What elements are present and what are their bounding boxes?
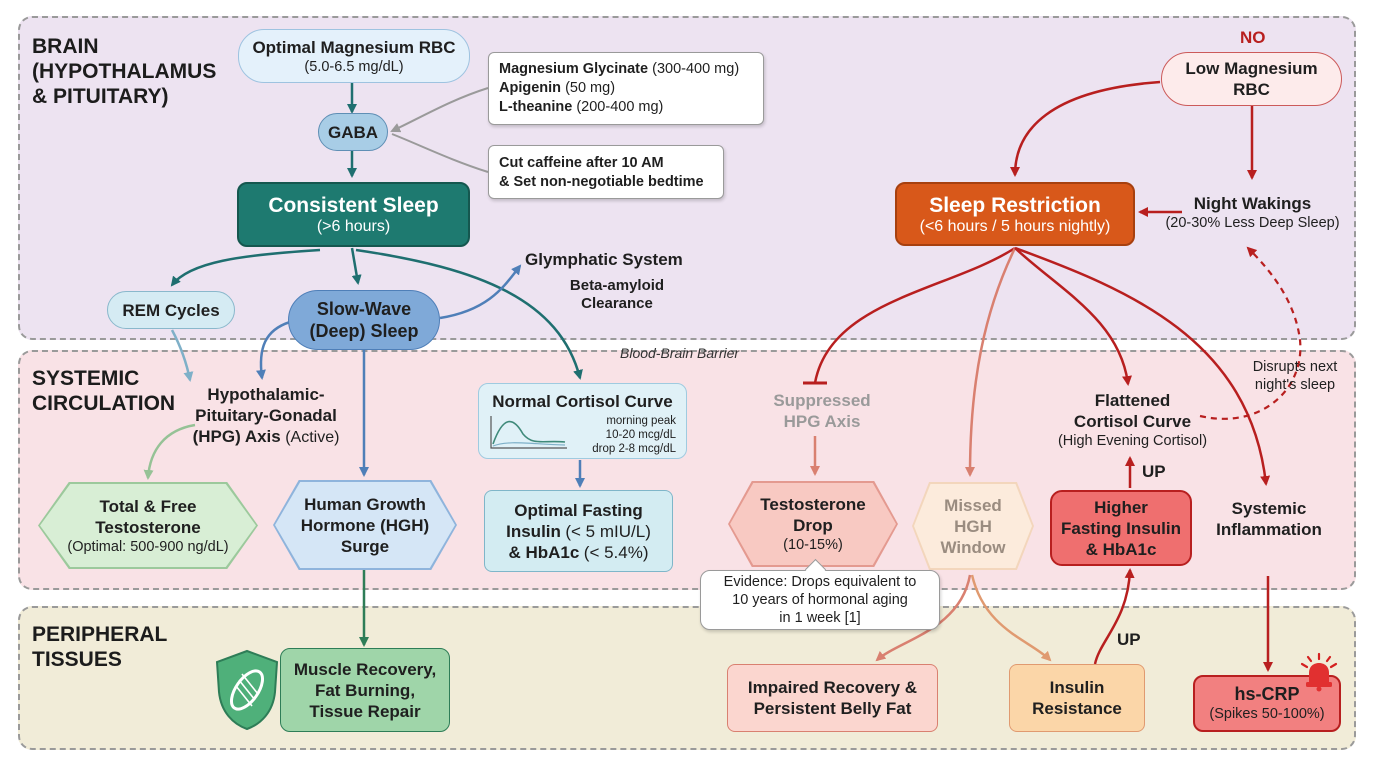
muscle-shield-icon bbox=[215, 649, 279, 731]
impaired-recovery-label: Impaired Recovery & Persistent Belly Fat bbox=[747, 678, 918, 718]
consistent-sleep-sub: (>6 hours) bbox=[316, 218, 391, 235]
systemic-inflammation-label: Systemic Inflammation bbox=[1216, 499, 1322, 539]
flattened-cortisol-title: Flattened Cortisol Curve bbox=[1073, 391, 1192, 431]
gaba-node: GABA bbox=[318, 113, 388, 151]
rem-cycles-node: REM Cycles bbox=[107, 291, 235, 329]
low-magnesium-label: Low Magnesium RBC bbox=[1185, 59, 1318, 99]
insulin-resistance-node: Insulin Resistance bbox=[1009, 664, 1145, 732]
missed-hgh-label: Missed HGH Window bbox=[940, 495, 1006, 557]
supplements-note: Magnesium Glycinate (300-400 mg) Apigeni… bbox=[488, 52, 764, 125]
hpg-axis-active: (Active) bbox=[285, 429, 340, 446]
rem-cycles-label: REM Cycles bbox=[122, 300, 220, 320]
sleep-restriction-sub: (<6 hours / 5 hours nightly) bbox=[919, 217, 1111, 235]
cortisol-notes: morning peak 10-20 mcg/dL drop 2-8 mcg/d… bbox=[592, 414, 676, 456]
zone-label-brain: BRAIN (HYPOTHALAMUS & PITUITARY) bbox=[32, 35, 217, 108]
hpg-axis-active-node: Hypothalamic- Pituitary-Gonadal (HPG) Ax… bbox=[176, 384, 356, 447]
testosterone-drop-sub: (10-15%) bbox=[783, 537, 843, 553]
testosterone-title: Total & Free Testosterone bbox=[95, 496, 201, 537]
cortisol-note: 10-20 mcg/dL bbox=[605, 429, 676, 441]
slow-wave-sleep-node: Slow-Wave (Deep) Sleep bbox=[288, 290, 440, 350]
hs-crp-title: hs-CRP bbox=[1234, 684, 1300, 704]
consistent-sleep-node: Consistent Sleep (>6 hours) bbox=[237, 182, 470, 247]
optimal-magnesium-range: (5.0-6.5 mg/dL) bbox=[304, 58, 404, 75]
cortisol-note: morning peak bbox=[606, 415, 676, 427]
missed-hgh-node: Missed HGH Window bbox=[912, 482, 1034, 570]
sleep-restriction-node: Sleep Restriction (<6 hours / 5 hours ni… bbox=[895, 182, 1135, 246]
glymphatic-title: Glymphatic System bbox=[525, 250, 683, 269]
hgh-surge-node: Human Growth Hormone (HGH) Surge bbox=[273, 480, 457, 570]
normal-cortisol-title: Normal Cortisol Curve bbox=[492, 392, 673, 411]
testosterone-range: (Optimal: 500-900 ng/dL) bbox=[67, 538, 229, 555]
beta-amyloid-label: Beta-amyloid Clearance bbox=[569, 277, 665, 312]
slow-wave-sleep-label: Slow-Wave (Deep) Sleep bbox=[309, 299, 419, 341]
optimal-hba1c-range: (< 5.4%) bbox=[583, 542, 649, 562]
up-label: UP bbox=[1142, 462, 1166, 481]
normal-cortisol-node: Normal Cortisol Curve morning peak 10-20… bbox=[478, 383, 687, 459]
lifestyle-line: Cut caffeine after 10 AM bbox=[499, 155, 664, 171]
higher-fasting-insulin-node: Higher Fasting Insulin & HbA1c bbox=[1050, 490, 1192, 566]
night-wakings-node: Night Wakings (20-30% Less Deep Sleep) bbox=[1160, 193, 1345, 232]
evidence-callout: Evidence: Drops equivalent to 10 years o… bbox=[700, 570, 940, 630]
flattened-cortisol-sub: (High Evening Cortisol) bbox=[1057, 433, 1208, 449]
muscle-recovery-label: Muscle Recovery, Fat Burning, Tissue Rep… bbox=[293, 659, 437, 721]
evidence-text: Evidence: Drops equivalent to 10 years o… bbox=[723, 574, 917, 626]
disrupts-sleep-note: Disrupts next night's sleep bbox=[1252, 359, 1338, 393]
sleep-restriction-title: Sleep Restriction bbox=[929, 193, 1101, 217]
glymphatic-node: Glymphatic System bbox=[525, 249, 695, 270]
optimal-insulin-range: (< 5 mIU/L) bbox=[565, 521, 651, 541]
optimal-magnesium-title: Optimal Magnesium RBC bbox=[252, 37, 456, 57]
hs-crp-sub: (Spikes 50-100%) bbox=[1209, 706, 1325, 722]
impaired-recovery-node: Impaired Recovery & Persistent Belly Fat bbox=[727, 664, 938, 732]
consistent-sleep-title: Consistent Sleep bbox=[268, 194, 439, 217]
testosterone-drop-title: Testosterone Drop bbox=[760, 495, 866, 535]
supplement-row: Apigenin (50 mg) bbox=[499, 80, 616, 96]
low-magnesium-node: Low Magnesium RBC bbox=[1161, 52, 1342, 106]
optimal-insulin-line3: & HbA1c bbox=[508, 542, 580, 562]
muscle-recovery-node: Muscle Recovery, Fat Burning, Tissue Rep… bbox=[280, 648, 450, 732]
blood-brain-barrier-label: Blood-Brain Barrier bbox=[620, 345, 740, 361]
cortisol-curve-icon bbox=[490, 416, 567, 449]
supplement-row: Magnesium Glycinate (300-400 mg) bbox=[499, 61, 740, 77]
flattened-cortisol-node: Flattened Cortisol Curve (High Evening C… bbox=[1040, 390, 1225, 450]
optimal-insulin-line1: Optimal Fasting bbox=[514, 500, 643, 520]
supplement-row: L-theanine (200-400 mg) bbox=[499, 99, 664, 115]
zone-label-systemic: SYSTEMIC CIRCULATION bbox=[32, 367, 176, 415]
alarm-bell-icon bbox=[1300, 652, 1338, 692]
zone-label-peripheral: PERIPHERAL TISSUES bbox=[32, 623, 168, 671]
insulin-resistance-label: Insulin Resistance bbox=[1032, 678, 1122, 718]
night-wakings-title: Night Wakings bbox=[1193, 194, 1312, 213]
systemic-inflammation-node: Systemic Inflammation bbox=[1205, 498, 1333, 540]
total-free-testosterone-node: Total & Free Testosterone (Optimal: 500-… bbox=[38, 482, 258, 569]
hpg-axis-title: Hypothalamic- Pituitary-Gonadal (HPG) Ax… bbox=[192, 385, 337, 446]
lifestyle-line: & Set non-negotiable bedtime bbox=[499, 174, 704, 190]
optimal-fasting-insulin-node: Optimal Fasting Insulin (< 5 mIU/L) & Hb… bbox=[484, 490, 673, 572]
night-wakings-sub: (20-30% Less Deep Sleep) bbox=[1165, 215, 1340, 231]
cortisol-note: drop 2-8 mcg/dL bbox=[592, 443, 676, 455]
up-label: UP bbox=[1117, 630, 1141, 649]
testosterone-drop-node: Testosterone Drop (10-15%) bbox=[728, 481, 898, 567]
hgh-surge-label: Human Growth Hormone (HGH) Surge bbox=[300, 494, 430, 556]
gaba-label: GABA bbox=[327, 122, 379, 142]
optimal-magnesium-node: Optimal Magnesium RBC (5.0-6.5 mg/dL) bbox=[238, 29, 470, 83]
lifestyle-note: Cut caffeine after 10 AM & Set non-negot… bbox=[488, 145, 724, 199]
no-label: NO bbox=[1240, 28, 1266, 47]
optimal-insulin-line2: Insulin bbox=[506, 521, 561, 541]
suppressed-hpg-node: Suppressed HPG Axis bbox=[773, 391, 871, 431]
higher-insulin-label: Higher Fasting Insulin & HbA1c bbox=[1061, 497, 1181, 559]
